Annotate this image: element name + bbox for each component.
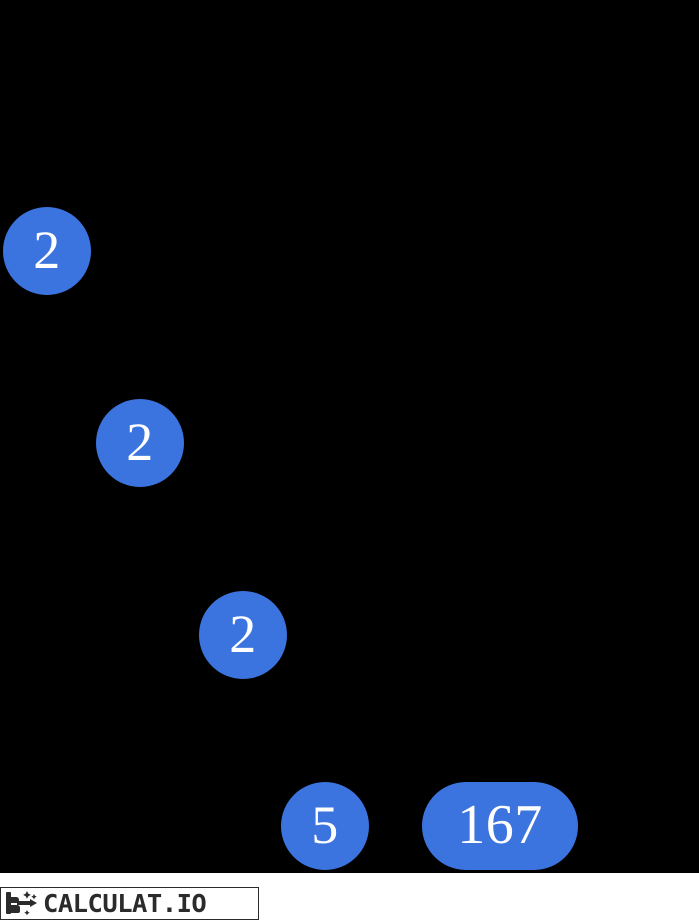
factor-node-5[interactable]: 5 bbox=[281, 782, 369, 870]
factor-node-label: 2 bbox=[229, 604, 257, 664]
factor-node-2-level2[interactable]: 2 bbox=[96, 399, 184, 487]
pointing-hand-sparkle-icon bbox=[6, 891, 37, 916]
factor-node-label: 167 bbox=[457, 794, 543, 856]
branding-strip: CALCULAT.IO bbox=[0, 873, 699, 921]
factor-node-label: 2 bbox=[33, 220, 61, 280]
diagram-canvas: 2 2 2 5 167 bbox=[0, 0, 699, 873]
factor-node-2-level1[interactable]: 2 bbox=[3, 207, 91, 295]
factor-node-label: 2 bbox=[126, 412, 154, 472]
calculatio-logo[interactable]: CALCULAT.IO bbox=[0, 887, 259, 920]
factor-tree-nodes: 2 2 2 5 167 bbox=[3, 207, 578, 870]
calculatio-logo-text: CALCULAT.IO bbox=[43, 889, 207, 918]
factor-node-2-level3[interactable]: 2 bbox=[199, 591, 287, 679]
factor-node-label: 5 bbox=[311, 795, 339, 855]
factor-node-167[interactable]: 167 bbox=[422, 782, 578, 870]
